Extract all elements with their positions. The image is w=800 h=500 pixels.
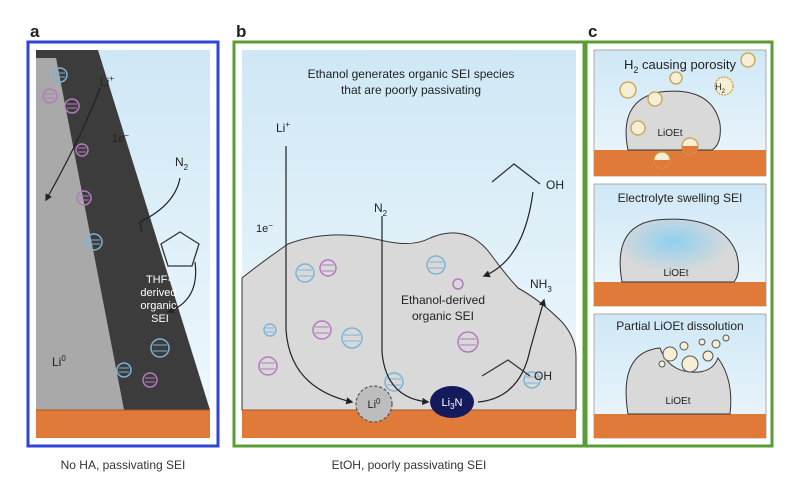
n2-label-a: N2 <box>175 155 189 172</box>
lioet-blob-1 <box>625 90 721 151</box>
li-metal-label-a: Li0 <box>52 354 66 369</box>
thf-molecule-icon <box>160 231 200 267</box>
panel-b-frame <box>232 40 586 448</box>
oh-label-top: OH <box>546 178 564 192</box>
subpanel-electrolyte-swelling: Electrolyte swelling SEI LiOEt <box>593 183 767 307</box>
sei-particles-a <box>42 67 170 388</box>
panel-b-title-line2: that are poorly passivating <box>341 83 481 97</box>
nh3-arrow-b <box>477 298 546 403</box>
panel-a-caption: No HA, passivating SEI <box>60 458 186 472</box>
thf-sei-label: THF- derived organic SEI <box>140 274 179 325</box>
copper-collector <box>36 410 210 438</box>
panel-b-letter: b <box>236 22 247 41</box>
lioet-label-3: LiOEt <box>665 396 690 407</box>
panel-b-caption: EtOH, poorly passivating SEI <box>331 458 487 472</box>
panel-c-letter: c <box>588 22 598 41</box>
ethanol-sei-label-line2: organic SEI <box>412 309 474 323</box>
panel-a-frame <box>26 40 220 448</box>
li-ion-arrow-a <box>45 87 101 202</box>
subpanel-2-title: Electrolyte swelling SEI <box>618 191 743 205</box>
n2-arrow-a <box>139 177 181 223</box>
li-ion-label-b: Li+ <box>276 120 290 135</box>
n2-label-b: N2 <box>374 201 388 218</box>
ethanol-sei-blob <box>241 232 577 411</box>
n2-arrow-b <box>381 216 430 406</box>
nh3-label: NH3 <box>530 277 552 294</box>
ethanol-molecule-top-icon <box>491 163 541 185</box>
subpanel-h2-porosity: H2 causing porosity H2 LiOEt <box>593 49 767 177</box>
ethanol-arrow-b <box>482 191 534 278</box>
lioet-label-2: LiOEt <box>663 268 688 279</box>
li-ion-arrow-b <box>285 146 354 405</box>
panel-a-letter: a <box>30 22 40 41</box>
electron-label-a: 1e− <box>112 131 129 145</box>
panel-b-title-line1: Ethanol generates organic SEI species <box>308 67 515 81</box>
li3n-label: Li3N <box>442 397 463 411</box>
ethanol-molecule-bottom-icon <box>481 359 531 377</box>
thf-arrow-a <box>166 261 197 314</box>
li0-label-b: Li0 <box>367 397 381 411</box>
copper-collector-b <box>242 410 576 438</box>
panel-a: Li+ 1e− N2 THF- derived organic SEI Li0 <box>26 40 220 448</box>
oh-label-bottom: OH <box>534 369 552 383</box>
ethanol-sei-label-line1: Ethanol-derived <box>401 293 485 307</box>
panel-c-frame <box>584 40 774 448</box>
panel-c: H2 causing porosity H2 LiOEt Electrolyte… <box>584 40 774 448</box>
h2-bubble-label: H2 <box>715 82 726 95</box>
sei-particles-b <box>258 255 541 392</box>
thf-sei-band <box>36 50 210 410</box>
lioet-blob-2 <box>619 218 740 283</box>
lioet-label-1: LiOEt <box>657 128 682 139</box>
electron-label-b: 1e− <box>256 221 273 235</box>
li-ion-label-a: Li+ <box>100 74 114 89</box>
li3n-particle <box>430 386 474 418</box>
li0-particle <box>355 385 393 423</box>
subpanel-lioet-dissolution: Partial LiOEt dissolution LiOEt <box>593 313 767 439</box>
panel-b: Ethanol generates organic SEI species th… <box>232 40 586 448</box>
subpanel-1-title: H2 causing porosity <box>624 57 736 75</box>
li-metal-region <box>36 58 124 410</box>
subpanel-3-title: Partial LiOEt dissolution <box>616 319 743 333</box>
